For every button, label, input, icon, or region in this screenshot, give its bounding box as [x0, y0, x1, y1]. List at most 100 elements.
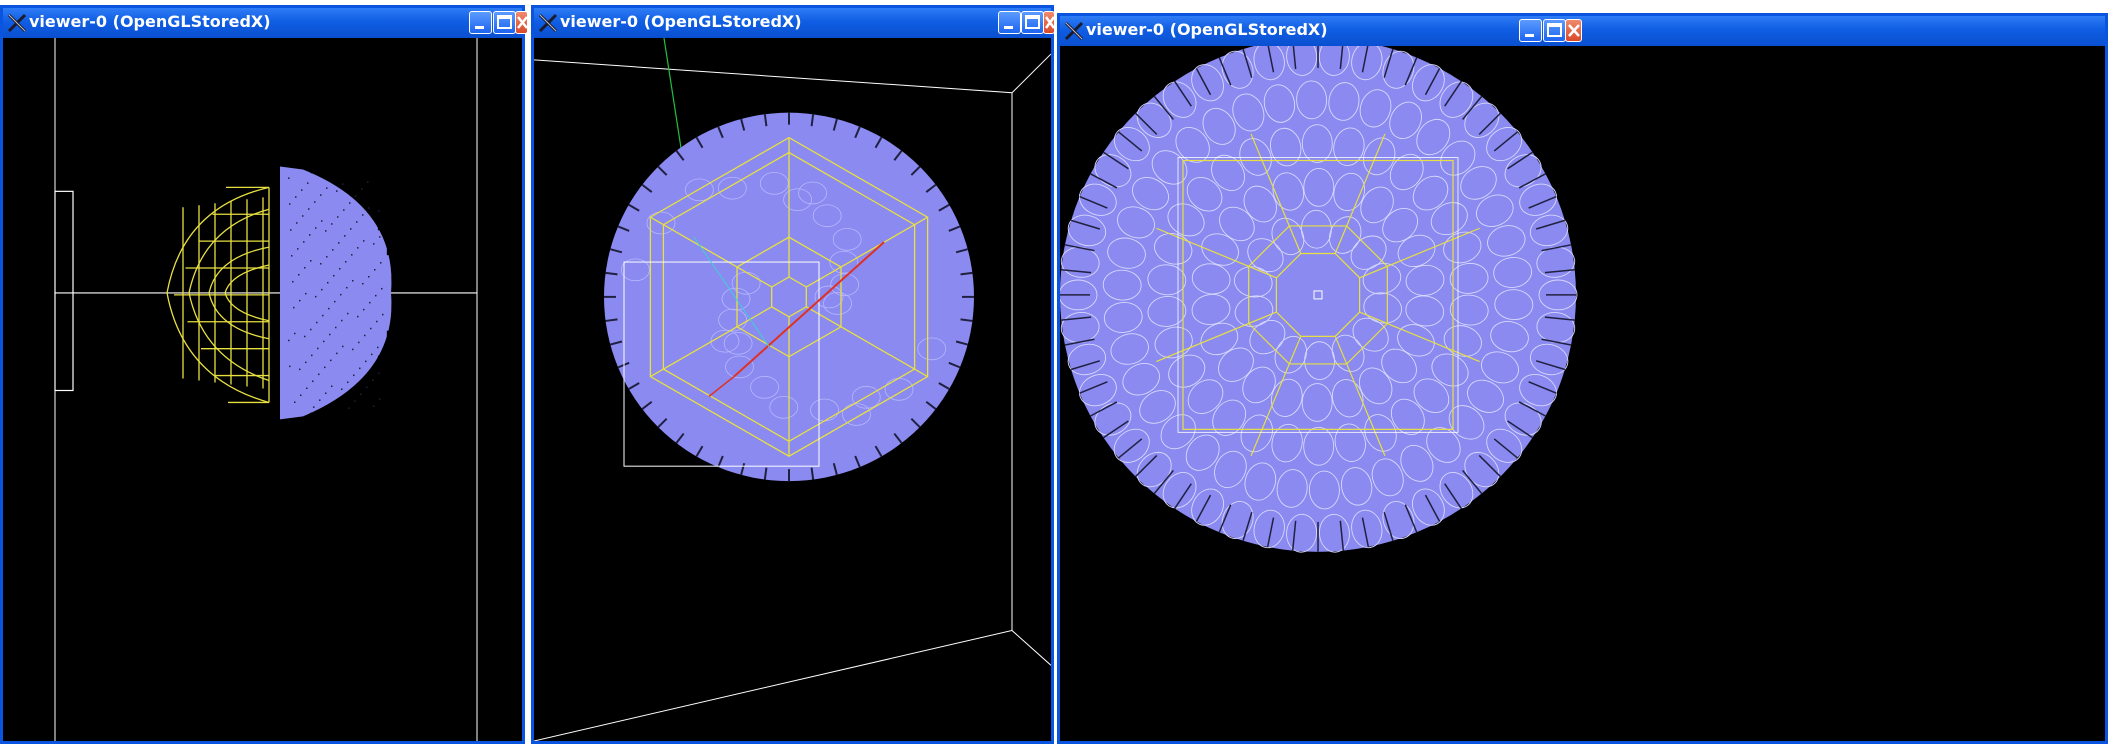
pmt-gap: [1064, 244, 1095, 252]
pmt-wire: [723, 331, 753, 355]
pmt-tick: [605, 318, 618, 322]
pmt-wire: [1191, 263, 1231, 295]
detector-perspective-view: [534, 38, 1051, 741]
pmt-gap: [1195, 68, 1212, 96]
speck: [314, 201, 316, 203]
pmt-wire: [1200, 322, 1239, 356]
pmt-gap: [1544, 316, 1575, 321]
pmt-wire: [1218, 347, 1254, 382]
pmt-wire: [1276, 469, 1308, 508]
pmt-gap: [1064, 338, 1095, 346]
speck: [352, 348, 354, 351]
pmt-tick: [628, 382, 640, 390]
pmt-wire: [1175, 127, 1210, 163]
pmt-wire: [1240, 414, 1273, 453]
pmt-wire: [1487, 225, 1526, 257]
speck: [348, 407, 350, 409]
pmt-gap: [310, 412, 317, 419]
pmt-gap: [1541, 244, 1572, 252]
speck: [365, 360, 367, 363]
speck: [310, 260, 312, 262]
minimize-button[interactable]: [998, 11, 1021, 34]
minimize-button[interactable]: [1519, 19, 1542, 42]
window-titlebar[interactable]: viewer-0 (OpenGLStoredX): [534, 8, 1056, 38]
pmt-wire: [1371, 458, 1404, 497]
box-edge: [534, 59, 1013, 741]
pmt-wire: [718, 308, 748, 332]
pmt-wire: [1102, 269, 1142, 301]
pmt-gap: [1153, 469, 1174, 494]
pmt-gap: [1518, 401, 1546, 417]
close-button[interactable]: [515, 11, 528, 34]
pmt-wire: [646, 211, 676, 235]
pmt-gap: [1544, 269, 1575, 274]
pmt-tick: [675, 432, 685, 444]
speck: [347, 312, 349, 315]
end-plate-outline: [54, 190, 74, 392]
wire: [650, 306, 773, 378]
wire: [224, 264, 270, 322]
minimize-icon: [475, 26, 484, 29]
pmt-wire: [1113, 428, 1150, 463]
pmt-wire: [1358, 367, 1393, 405]
pmt-wire: [851, 385, 881, 409]
close-icon: [517, 16, 528, 29]
maximize-icon: [1547, 23, 1562, 37]
wire: [1156, 227, 1277, 279]
speck: [331, 385, 333, 388]
minimize-button[interactable]: [469, 11, 492, 34]
pmt-gap: [1535, 219, 1566, 230]
maximize-button[interactable]: [1021, 11, 1044, 34]
speck: [315, 227, 317, 229]
pmt-tick: [740, 118, 746, 131]
wire: [805, 306, 928, 378]
pmt-wire: [1363, 137, 1396, 176]
speck: [378, 372, 380, 375]
speck: [328, 307, 330, 310]
speck: [312, 380, 314, 383]
maximize-button[interactable]: [1543, 19, 1566, 42]
close-button[interactable]: [1565, 19, 1582, 42]
pmt-tick: [810, 467, 815, 480]
speck: [357, 315, 359, 318]
pmt-wire: [1318, 513, 1350, 553]
wire: [208, 246, 270, 340]
pmt-wire: [1475, 194, 1514, 227]
pmt-wire: [1460, 166, 1497, 200]
pmt-wire: [620, 258, 650, 282]
speck: [292, 280, 294, 283]
pmt-wire: [1490, 321, 1529, 353]
speck: [359, 367, 361, 370]
pmt-wire: [1439, 81, 1474, 118]
speck: [355, 195, 357, 197]
opengl-canvas[interactable]: [3, 38, 522, 741]
pmt-wire: [1431, 353, 1469, 387]
wire: [1359, 227, 1480, 279]
speck: [305, 292, 307, 295]
pmt-gap: [1383, 48, 1394, 78]
pmt-gap: [1444, 483, 1462, 509]
wireframe-yellow: [649, 136, 929, 457]
pmt-gap: [391, 303, 398, 310]
opengl-canvas[interactable]: [534, 38, 1051, 741]
speck: [350, 228, 352, 230]
pmt-wire: [1413, 378, 1450, 413]
speck: [324, 366, 326, 369]
pmt-tick: [925, 400, 937, 410]
opengl-canvas[interactable]: [1060, 46, 2105, 741]
window-titlebar[interactable]: viewer-0 (OpenGLStoredX): [1060, 16, 2105, 46]
pmt-wire: [1538, 279, 1578, 311]
pmt-wire: [823, 292, 852, 315]
pmt-tick: [925, 183, 937, 193]
maximize-button[interactable]: [493, 11, 516, 34]
pmt-tick: [605, 271, 618, 276]
viewer-window-2[interactable]: viewer-0 (OpenGLStoredX): [531, 5, 1056, 744]
speck: [376, 320, 378, 323]
window-titlebar[interactable]: viewer-0 (OpenGLStoredX): [3, 8, 528, 38]
viewer-window-3[interactable]: viewer-0 (OpenGLStoredX): [1057, 13, 2108, 744]
viewer-window-1[interactable]: viewer-0 (OpenGLStoredX): [0, 5, 528, 744]
pmt-wire: [1270, 127, 1302, 167]
pmt-wire: [1449, 262, 1489, 294]
pmt-gap: [1153, 95, 1174, 120]
close-button[interactable]: [1043, 11, 1056, 34]
